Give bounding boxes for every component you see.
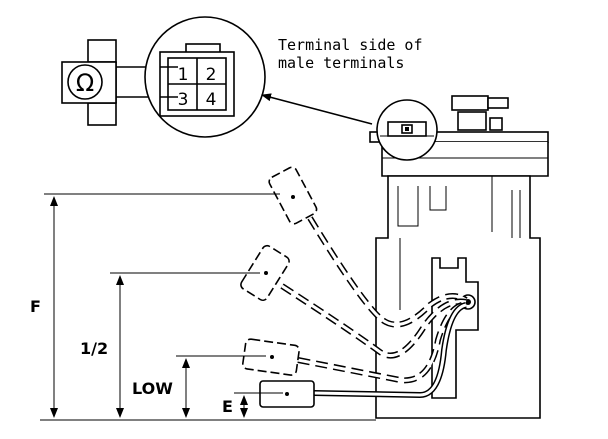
connector-location-circle (376, 99, 438, 161)
pin-1-label: 1 (178, 65, 189, 85)
pin-4-label: 4 (206, 90, 217, 110)
float-arm-empty (259, 302, 467, 408)
level-label-low: LOW (132, 379, 173, 398)
callout-text-line2: male terminals (278, 54, 404, 72)
ohmmeter: Ω (61, 39, 176, 126)
level-label-half: 1/2 (80, 339, 108, 358)
ohmmeter-dial-icon (67, 64, 103, 100)
callout-arrow (261, 93, 373, 125)
ohm-symbol: Ω (76, 69, 94, 97)
level-label-F: F (30, 297, 41, 316)
outlet-fitting (451, 95, 489, 111)
float-arm-low (242, 301, 467, 384)
pin-3-label: 3 (178, 90, 189, 110)
level-label-E: E (222, 397, 233, 416)
dimension-lines (40, 193, 376, 421)
pin-2-label: 2 (206, 65, 217, 85)
float-arm-full (268, 166, 468, 328)
connector-detail-circle: 1 2 3 4 (144, 16, 266, 138)
callout-text-line1: Terminal side of (278, 36, 423, 54)
float-arm-half (240, 244, 467, 359)
